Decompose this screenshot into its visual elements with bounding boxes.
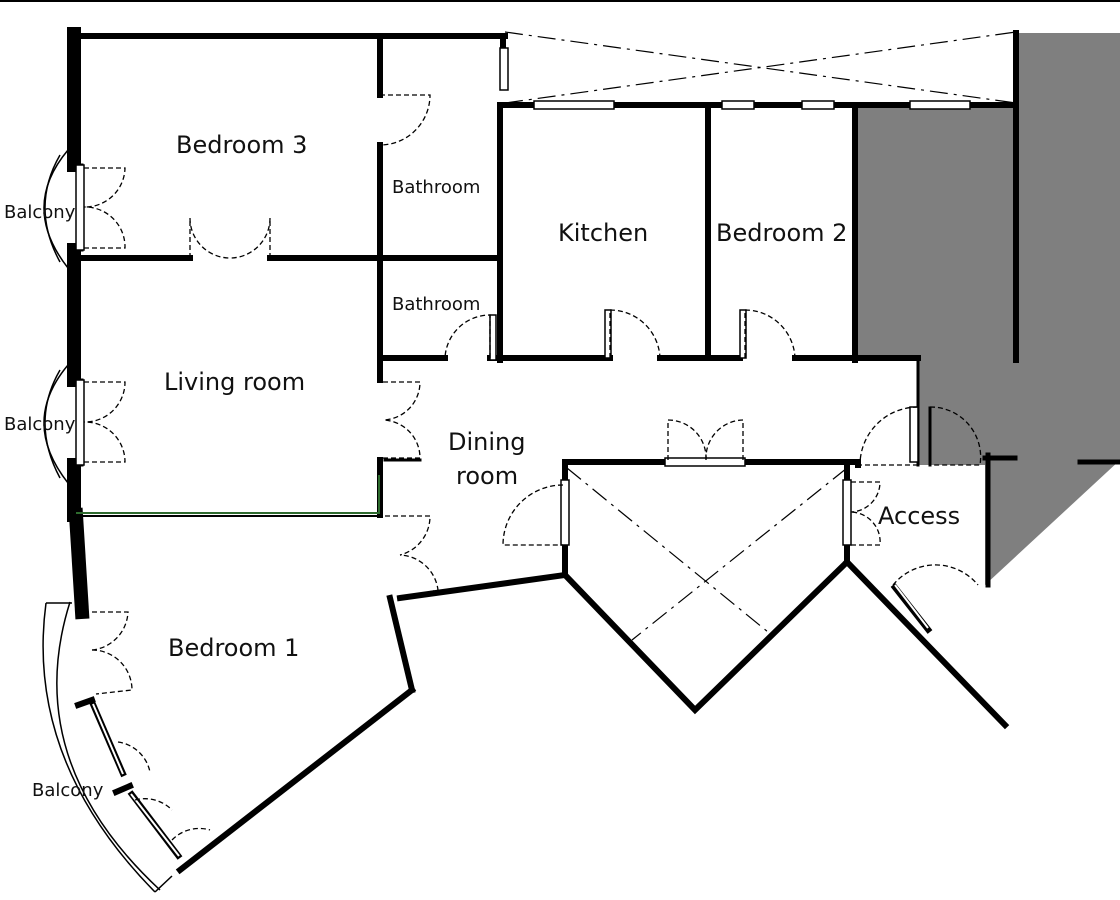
label-balcony-bottom: Balcony — [32, 780, 104, 801]
label-balcony-top: Balcony — [4, 202, 76, 223]
shaded-area-inner — [855, 108, 1016, 358]
door-swings — [83, 94, 982, 841]
green-partition — [76, 475, 380, 514]
label-dining-1: Dining — [448, 428, 525, 456]
label-bedroom1: Bedroom 1 — [168, 634, 299, 662]
label-kitchen: Kitchen — [558, 219, 648, 247]
label-bedroom3: Bedroom 3 — [176, 131, 307, 159]
balcony-outlines — [42, 149, 173, 893]
light-well-cross — [504, 31, 1017, 104]
label-bedroom2: Bedroom 2 — [716, 219, 847, 247]
label-bathroom-top: Bathroom — [392, 177, 480, 198]
label-access: Access — [878, 502, 960, 530]
label-balcony-mid: Balcony — [4, 414, 76, 435]
center-void-cross — [566, 467, 848, 641]
label-dining-2: room — [456, 462, 518, 490]
windows — [75, 47, 971, 546]
label-bathroom-mid: Bathroom — [392, 294, 480, 315]
label-living-room: Living room — [164, 368, 305, 396]
